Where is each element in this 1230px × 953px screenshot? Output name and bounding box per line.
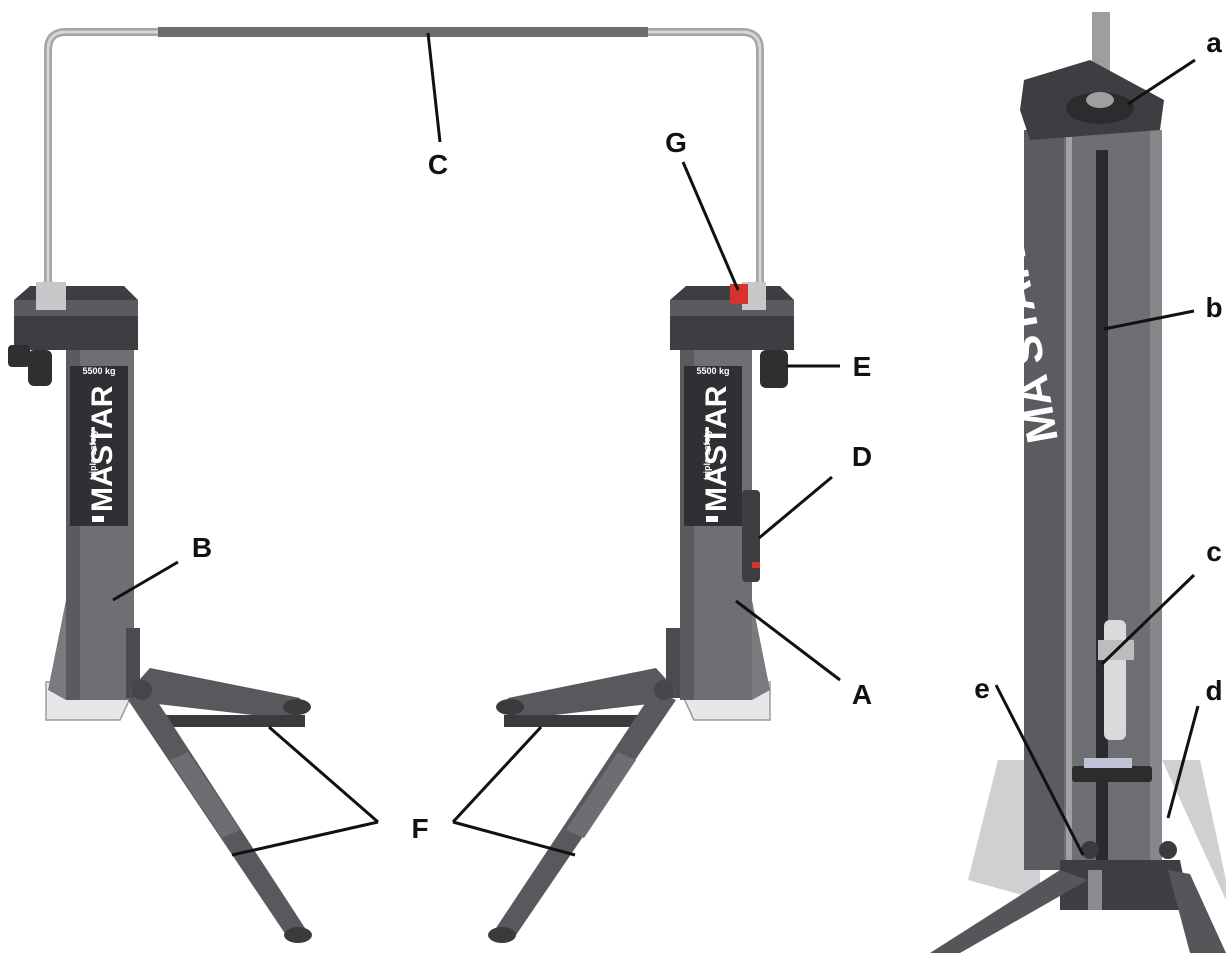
callout-c: c [1206, 536, 1222, 567]
callout-E: E [853, 351, 872, 382]
safety-switch [730, 284, 748, 304]
callout-D: D [852, 441, 872, 472]
left-rear-arm-pad [284, 927, 312, 943]
callout-F: F [411, 813, 428, 844]
callout-d: d [1205, 675, 1222, 706]
left-front-arm-pad [283, 699, 311, 715]
right-rear-arm-pad [488, 927, 516, 943]
right-brand-ma: MA [700, 465, 733, 512]
overhead-bar [44, 27, 764, 290]
callout-labels: C G E D B A F a b c d e [192, 27, 1223, 844]
callout-e: e [974, 673, 990, 704]
control-box [742, 490, 760, 582]
callout-G: G [665, 127, 687, 158]
callout-C: C [428, 149, 448, 180]
right-capacity-label: 5500 kg [696, 366, 729, 376]
right-tagline: triple safety [702, 429, 712, 480]
callout-B: B [192, 532, 212, 563]
callout-b: b [1205, 292, 1222, 323]
right-post: 5500 kg MA STAR triple safety [488, 282, 794, 943]
leader-lines [112, 32, 1200, 857]
callout-a: a [1206, 27, 1222, 58]
left-tagline: triple safety [88, 429, 98, 480]
left-brand-ma: MA [86, 465, 119, 512]
left-brand-star: STAR [86, 385, 119, 465]
motor [760, 350, 788, 388]
right-front-arm-pad [496, 699, 524, 715]
right-brand-star: STAR [700, 385, 733, 465]
detail-column: MA STAR [930, 12, 1226, 953]
lift-nut [1104, 620, 1126, 740]
left-capacity-label: 5500 kg [82, 366, 115, 376]
callout-A: A [852, 679, 872, 710]
left-post: 5500 kg MA STAR triple safety [8, 282, 312, 943]
